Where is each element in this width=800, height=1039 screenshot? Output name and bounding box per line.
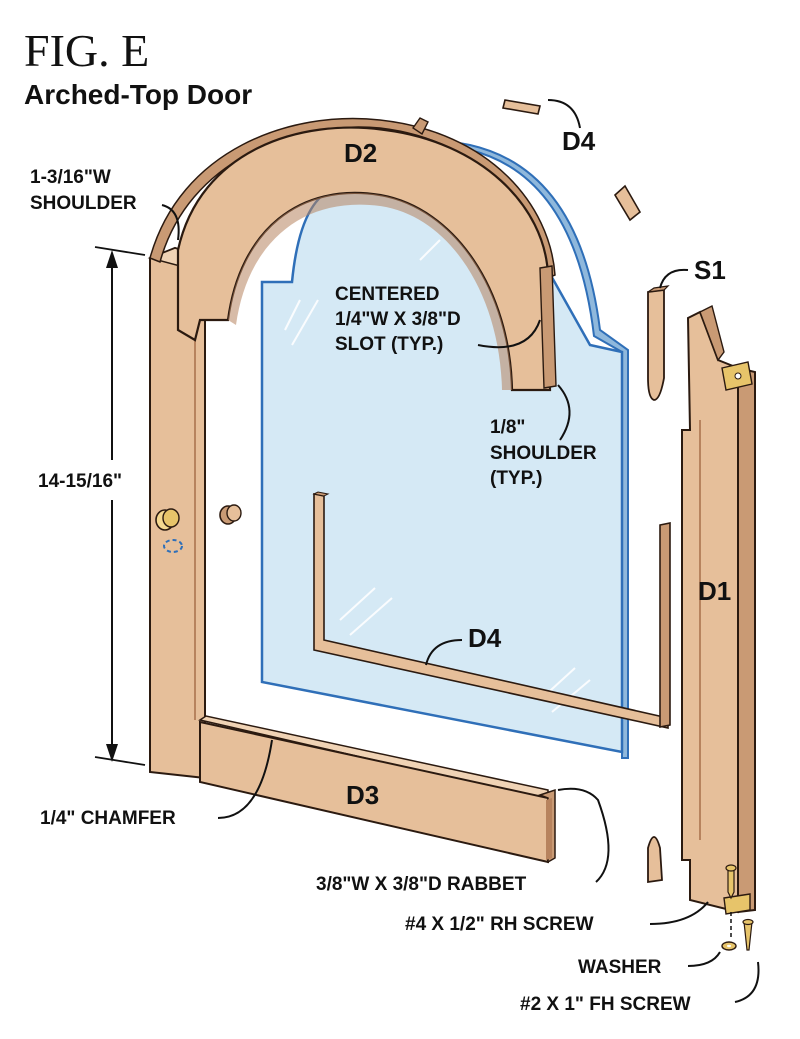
- fh-screw: [742, 918, 754, 951]
- d4-top-pieces: [502, 99, 642, 222]
- leader-fh-screw: [734, 961, 760, 1003]
- leader-washer: [687, 951, 721, 967]
- s1-spline: [647, 285, 670, 401]
- rh-screw: [725, 864, 737, 938]
- d2-arch-rail: [149, 117, 557, 392]
- callout-rabbet: 3/8"W X 3/8"D RABBET: [316, 874, 527, 895]
- label-d4-glass: D4: [468, 623, 502, 653]
- figure-number: FIG. E: [24, 25, 149, 76]
- label-d3: D3: [346, 780, 379, 810]
- s1-spline-bottom: [647, 836, 663, 884]
- callout-washer: WASHER: [578, 957, 662, 978]
- knob-tenon: [219, 504, 242, 525]
- leader-shoulder-top: [161, 204, 180, 241]
- leader-d4-top: [547, 99, 581, 129]
- figure-title: Arched-Top Door: [24, 79, 252, 110]
- leader-slot: [477, 319, 541, 349]
- label-d2: D2: [344, 138, 377, 168]
- label-s1: S1: [694, 255, 726, 285]
- label-d4-top: D4: [562, 126, 596, 156]
- leader-s1: [659, 268, 689, 289]
- d4-retaining-strip: [312, 491, 671, 729]
- leader-rabbet: [557, 787, 610, 883]
- callout-fh-screw: #2 X 1" FH SCREW: [520, 994, 691, 1015]
- door-knob: [155, 508, 183, 553]
- d1-right-stile: [681, 304, 756, 915]
- leader-rh-screw: [649, 901, 709, 925]
- callout-height: 14-15/16": [38, 471, 122, 492]
- leader-chamfer: [217, 739, 273, 819]
- height-dimension-line: [94, 246, 146, 766]
- callout-rh-screw: #4 X 1/2" RH SCREW: [405, 914, 594, 935]
- callout-chamfer: 1/4" CHAMFER: [40, 808, 176, 829]
- label-d1: D1: [698, 576, 731, 606]
- callout-shoulder-top: 1-3/16"W SHOULDER: [30, 167, 137, 214]
- leader-shoulder-small: [557, 384, 571, 441]
- callout-shoulder-small: 1/8" SHOULDER (TYP.): [490, 417, 602, 489]
- washer: [721, 941, 737, 951]
- leader-d4-glass: [425, 639, 463, 666]
- d3-bottom-rail: [198, 715, 556, 864]
- callout-slot: CENTERED 1/4"W X 3/8"D SLOT (TYP.): [335, 284, 466, 355]
